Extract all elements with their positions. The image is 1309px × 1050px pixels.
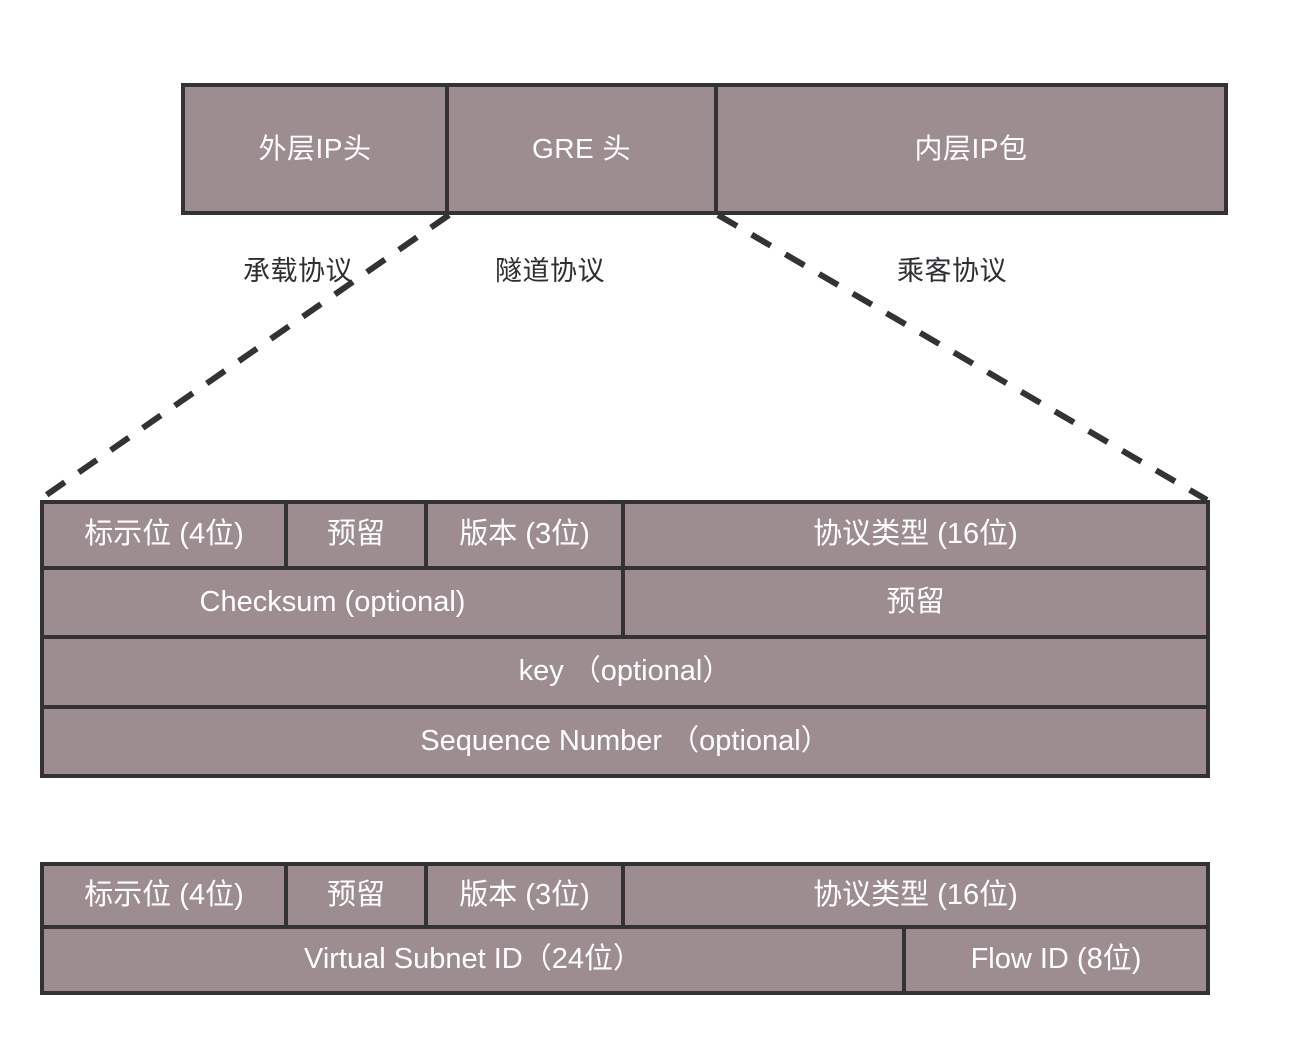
nvgre-field-virtual-subnet-id: Virtual Subnet ID（24位） — [40, 928, 906, 995]
nvgre-field-reserved-label: 预留 — [326, 878, 385, 911]
gre-header-row-4: Sequence Number （optional） — [40, 708, 1210, 778]
gre-field-protocol-type-label: 协议类型 (16位) — [813, 518, 1018, 551]
nvgre-field-protocol-type: 协议类型 (16位) — [625, 862, 1210, 929]
cell-gre-header: GRE 头 — [449, 83, 718, 215]
nvgre-field-flags-label: 标示位 (4位) — [84, 878, 244, 911]
gre-header-row-3: key （optional） — [40, 639, 1210, 709]
nvgre-field-protocol-type-label: 协议类型 (16位) — [813, 878, 1018, 911]
gre-header-row-1: 标示位 (4位) 预留 版本 (3位) 协议类型 (16位) — [40, 500, 1210, 570]
gre-field-checksum-label: Checksum (optional) — [199, 585, 466, 618]
nvgre-field-version-label: 版本 (3位) — [459, 878, 590, 911]
gre-field-sequence-number: Sequence Number （optional） — [40, 708, 1210, 778]
gre-header-row-2: Checksum (optional) 预留 — [40, 569, 1210, 639]
caption-passenger-protocol: 乘客协议 — [897, 256, 1007, 286]
gre-header-block: 标示位 (4位) 预留 版本 (3位) 协议类型 (16位) Checksum … — [40, 500, 1210, 778]
nvgre-field-version: 版本 (3位) — [428, 862, 625, 929]
cell-inner-ip-packet: 内层IP包 — [718, 83, 1228, 215]
nvgre-field-flags: 标示位 (4位) — [40, 862, 288, 929]
nvgre-field-reserved: 预留 — [288, 862, 428, 929]
gre-field-flags: 标示位 (4位) — [40, 500, 288, 570]
gre-field-reserved-label: 预留 — [326, 518, 385, 551]
nvgre-header-row-2: Virtual Subnet ID（24位） Flow ID (8位) — [40, 928, 1210, 995]
caption-tunnel-protocol: 隧道协议 — [495, 256, 605, 286]
gre-field-reserved: 预留 — [288, 500, 428, 570]
gre-field-checksum: Checksum (optional) — [40, 569, 625, 639]
gre-field-reserved-2: 预留 — [625, 569, 1210, 639]
gre-field-key: key （optional） — [40, 639, 1210, 709]
encapsulation-bar: 外层IP头 GRE 头 内层IP包 — [181, 83, 1228, 215]
cell-outer-ip-header: 外层IP头 — [181, 83, 449, 215]
gre-field-protocol-type: 协议类型 (16位) — [625, 500, 1210, 570]
cell-gre-header-label: GRE 头 — [532, 132, 631, 164]
nvgre-field-flow-id-label: Flow ID (8位) — [970, 943, 1142, 976]
gre-field-flags-label: 标示位 (4位) — [84, 518, 244, 551]
gre-field-reserved-2-label: 预留 — [886, 585, 945, 618]
gre-field-version: 版本 (3位) — [428, 500, 625, 570]
gre-field-key-label: key （optional） — [518, 655, 732, 688]
nvgre-field-flow-id: Flow ID (8位) — [906, 928, 1210, 995]
caption-carrier-protocol: 承载协议 — [243, 256, 353, 286]
nvgre-header-block: 标示位 (4位) 预留 版本 (3位) 协议类型 (16位) Virtual S… — [40, 862, 1210, 995]
gre-field-sequence-number-label: Sequence Number （optional） — [420, 724, 830, 757]
nvgre-header-row-1: 标示位 (4位) 预留 版本 (3位) 协议类型 (16位) — [40, 862, 1210, 929]
cell-inner-ip-packet-label: 内层IP包 — [914, 132, 1028, 164]
cell-outer-ip-header-label: 外层IP头 — [258, 132, 372, 164]
nvgre-field-virtual-subnet-id-label: Virtual Subnet ID（24位） — [304, 943, 642, 976]
gre-field-version-label: 版本 (3位) — [459, 518, 590, 551]
